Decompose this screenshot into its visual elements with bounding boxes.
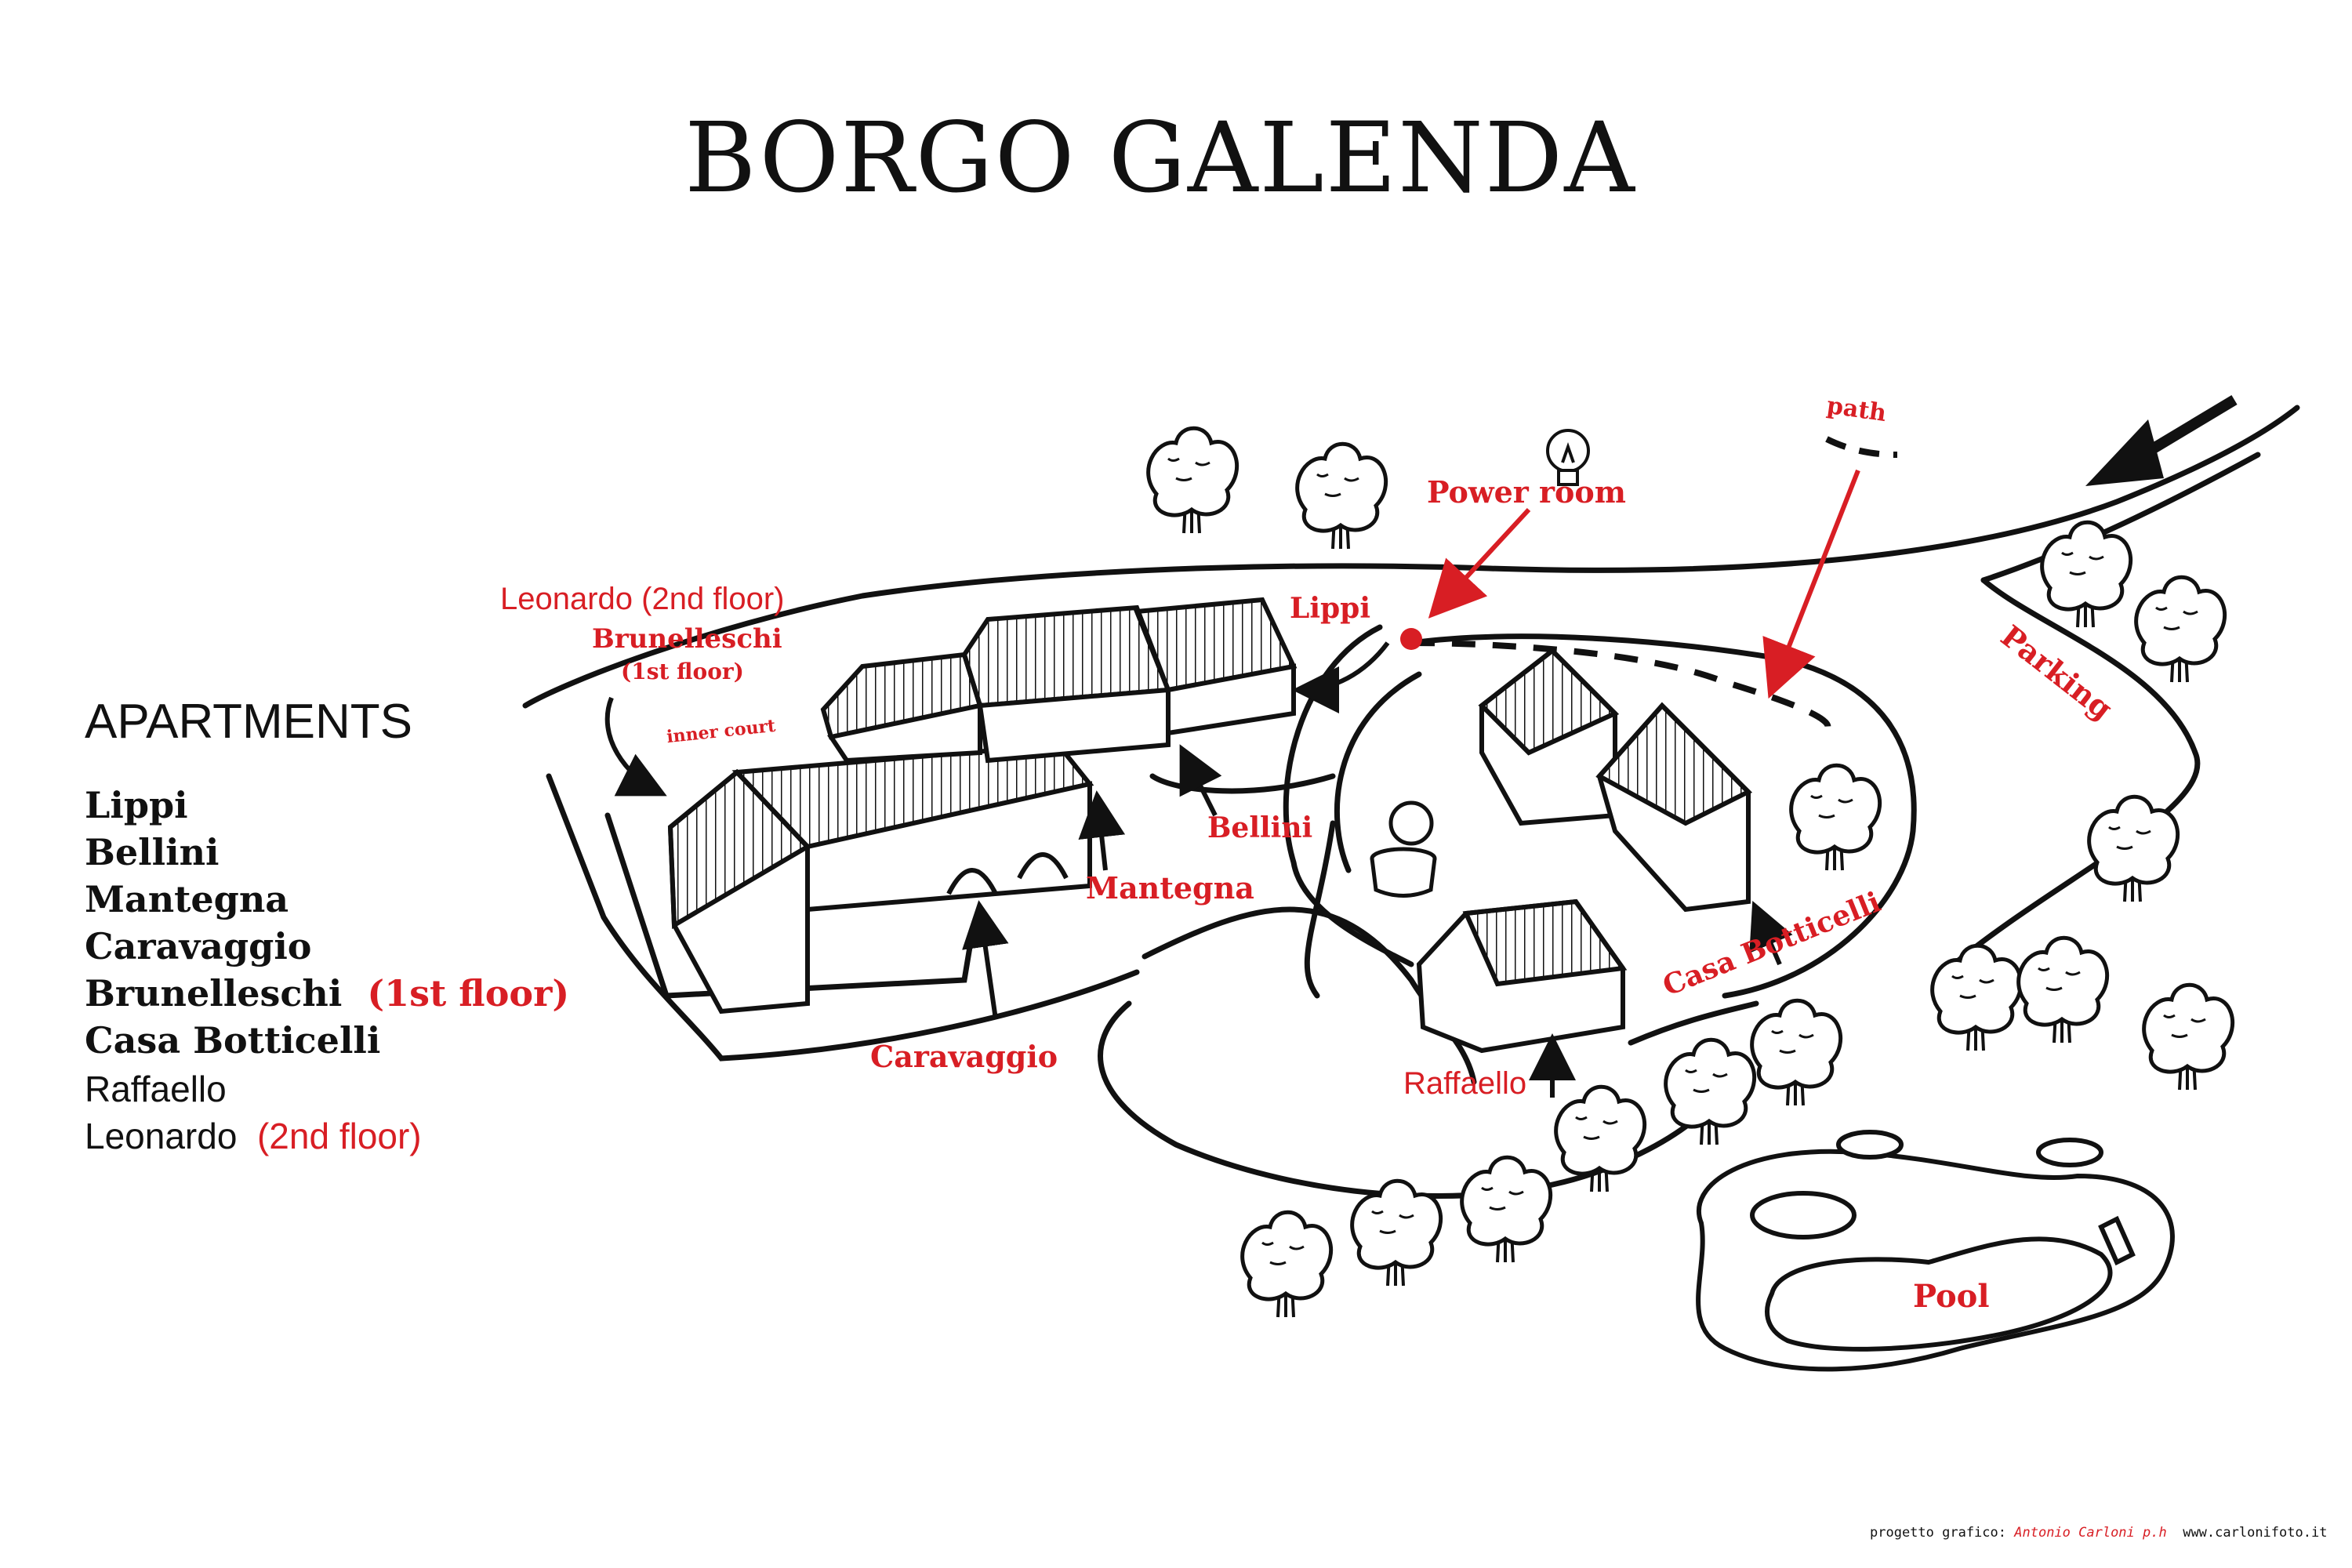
legend-item-name: Brunelleschi	[85, 972, 343, 1014]
legend-item-note: (1st floor)	[367, 972, 570, 1014]
building-raffaello	[1416, 898, 1628, 1054]
building-main	[667, 742, 1094, 1014]
well	[1370, 800, 1437, 898]
legend-item-name: Lippi	[85, 784, 188, 826]
label-caravaggio: Caravaggio	[870, 1039, 1058, 1074]
pool-area	[1696, 1130, 2175, 1372]
legend-item-name: Caravaggio	[85, 925, 312, 967]
pointer-arrows	[604, 641, 1793, 1098]
label-leonardo: Leonardo (2nd floor)	[500, 582, 785, 616]
label-power-room: Power room	[1427, 474, 1626, 510]
label-bellini: Bellini	[1207, 811, 1313, 844]
footpath	[1410, 640, 1831, 731]
legend-item-note: (2nd floor)	[256, 1116, 422, 1156]
credit-author: Antonio Carloni p.h	[2014, 1525, 2167, 1541]
label-brunelleschi: Brunelleschi	[592, 623, 782, 655]
legend-item: Bellini	[85, 831, 220, 873]
legend-item: Mantegna	[85, 878, 289, 920]
legend-heading: APARTMENTS	[85, 695, 412, 749]
legend-item: Leonardo (2nd floor)	[85, 1115, 422, 1157]
building-back	[820, 597, 1298, 764]
legend-item: Lippi	[85, 784, 188, 826]
label-brunelleschi-floor: (1st floor)	[621, 659, 744, 684]
credit-line: progetto grafico: Antonio Carloni p.h ww…	[1870, 1525, 2327, 1541]
credit-prefix: progetto grafico:	[1870, 1525, 2006, 1541]
building-botticelli	[1478, 648, 1753, 913]
legend-item-name: Bellini	[85, 831, 220, 873]
path-marker	[1825, 436, 1898, 458]
label-mantegna: Mantegna	[1086, 870, 1254, 906]
entrance-arrow	[2085, 394, 2238, 486]
legend-item: Raffaello	[85, 1068, 227, 1110]
legend-item-name: Leonardo	[85, 1116, 238, 1156]
legend-item-name: Raffaello	[85, 1069, 227, 1109]
map-title: BORGO GALENDA	[684, 102, 1636, 215]
power-room-marker	[1400, 628, 1422, 650]
label-pool: Pool	[1913, 1278, 1990, 1315]
label-raffaello: Raffaello	[1403, 1066, 1527, 1101]
legend-item: Brunelleschi (1st floor)	[85, 972, 569, 1014]
legend-item: Caravaggio	[85, 925, 311, 967]
credit-site: www.carlonifoto.it	[2183, 1525, 2328, 1541]
legend-item: Casa Botticelli	[85, 1019, 380, 1062]
red-arrows	[1428, 469, 1860, 699]
legend-item-name: Casa Botticelli	[85, 1019, 381, 1062]
lightbulb-icon	[1546, 429, 1590, 486]
label-lippi: Lippi	[1290, 592, 1371, 625]
legend-item-name: Mantegna	[85, 878, 289, 920]
